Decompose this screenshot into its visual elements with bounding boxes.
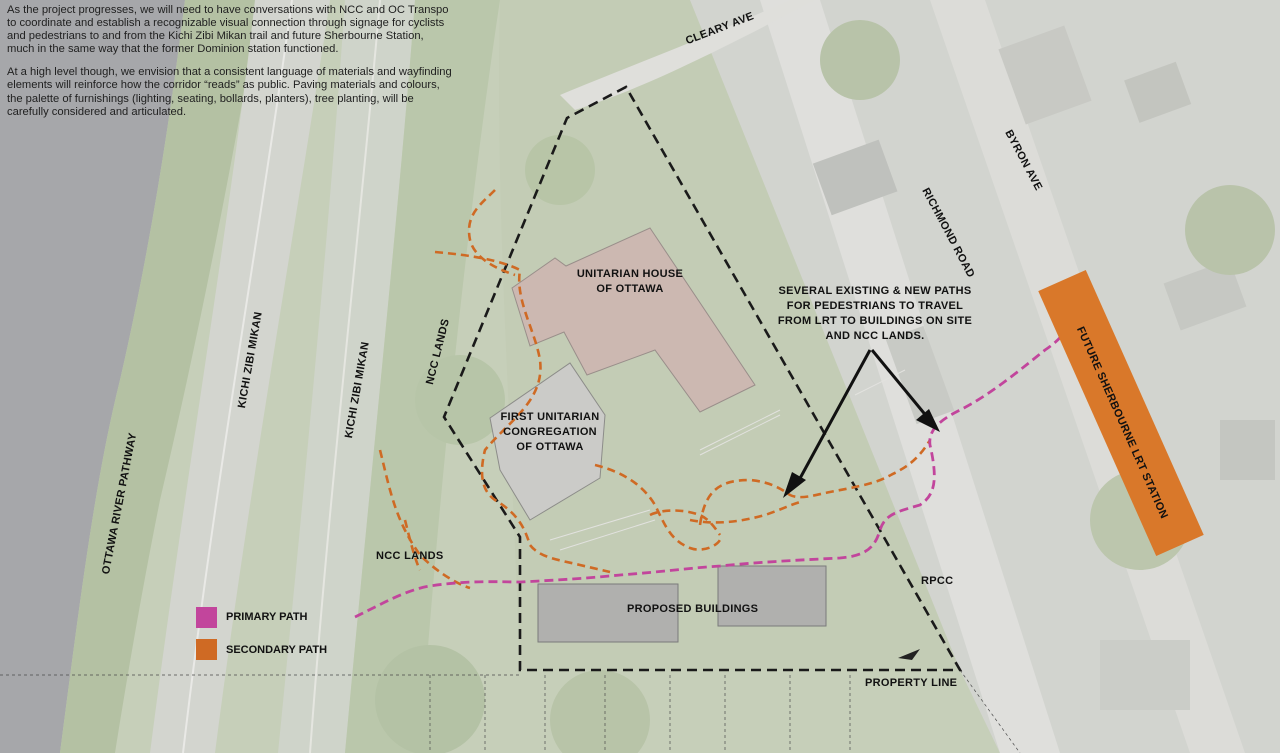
parkway	[150, 0, 330, 753]
legend-secondary-swatch	[196, 639, 217, 660]
legend-primary-swatch	[196, 607, 217, 628]
primary-path	[354, 324, 1068, 619]
legend-secondary-label: SECONDARY PATH	[226, 644, 328, 656]
label-ncc-lands-lower: NCC LANDS	[376, 550, 444, 562]
intro-paragraph-1: As the project progresses, we will need …	[7, 4, 449, 56]
intro-text: As the project progresses, we will need …	[7, 4, 452, 129]
proposed-building-west	[537, 583, 679, 643]
property-line	[442, 85, 963, 672]
first-unitarian-building	[489, 362, 606, 521]
label-proposed-buildings: PROPOSED BUILDINGS	[627, 603, 759, 615]
secondary-paths	[378, 189, 932, 590]
callout-arrows	[783, 349, 940, 498]
north-arrow	[898, 649, 920, 660]
intro-paragraph-2: At a high level though, we envision that…	[7, 66, 452, 118]
ottawa-river	[0, 0, 185, 753]
label-first-unitarian: FIRST UNITARIAN CONGREGATION OF OTTAWA	[500, 411, 600, 453]
cleary-ave	[560, 0, 815, 110]
callout-text: SEVERAL EXISTING & NEW PATHS FOR PEDESTR…	[777, 285, 973, 342]
legend-primary-label: PRIMARY PATH	[226, 611, 308, 623]
label-rpcc: RPCC	[921, 575, 954, 587]
future-station	[1038, 269, 1204, 557]
unitarian-house-building	[511, 227, 756, 413]
label-property-line: PROPERTY LINE	[865, 677, 958, 689]
label-unitarian-house: UNITARIAN HOUSE OF OTTAWA	[576, 268, 684, 295]
proposed-building-east	[717, 565, 827, 627]
